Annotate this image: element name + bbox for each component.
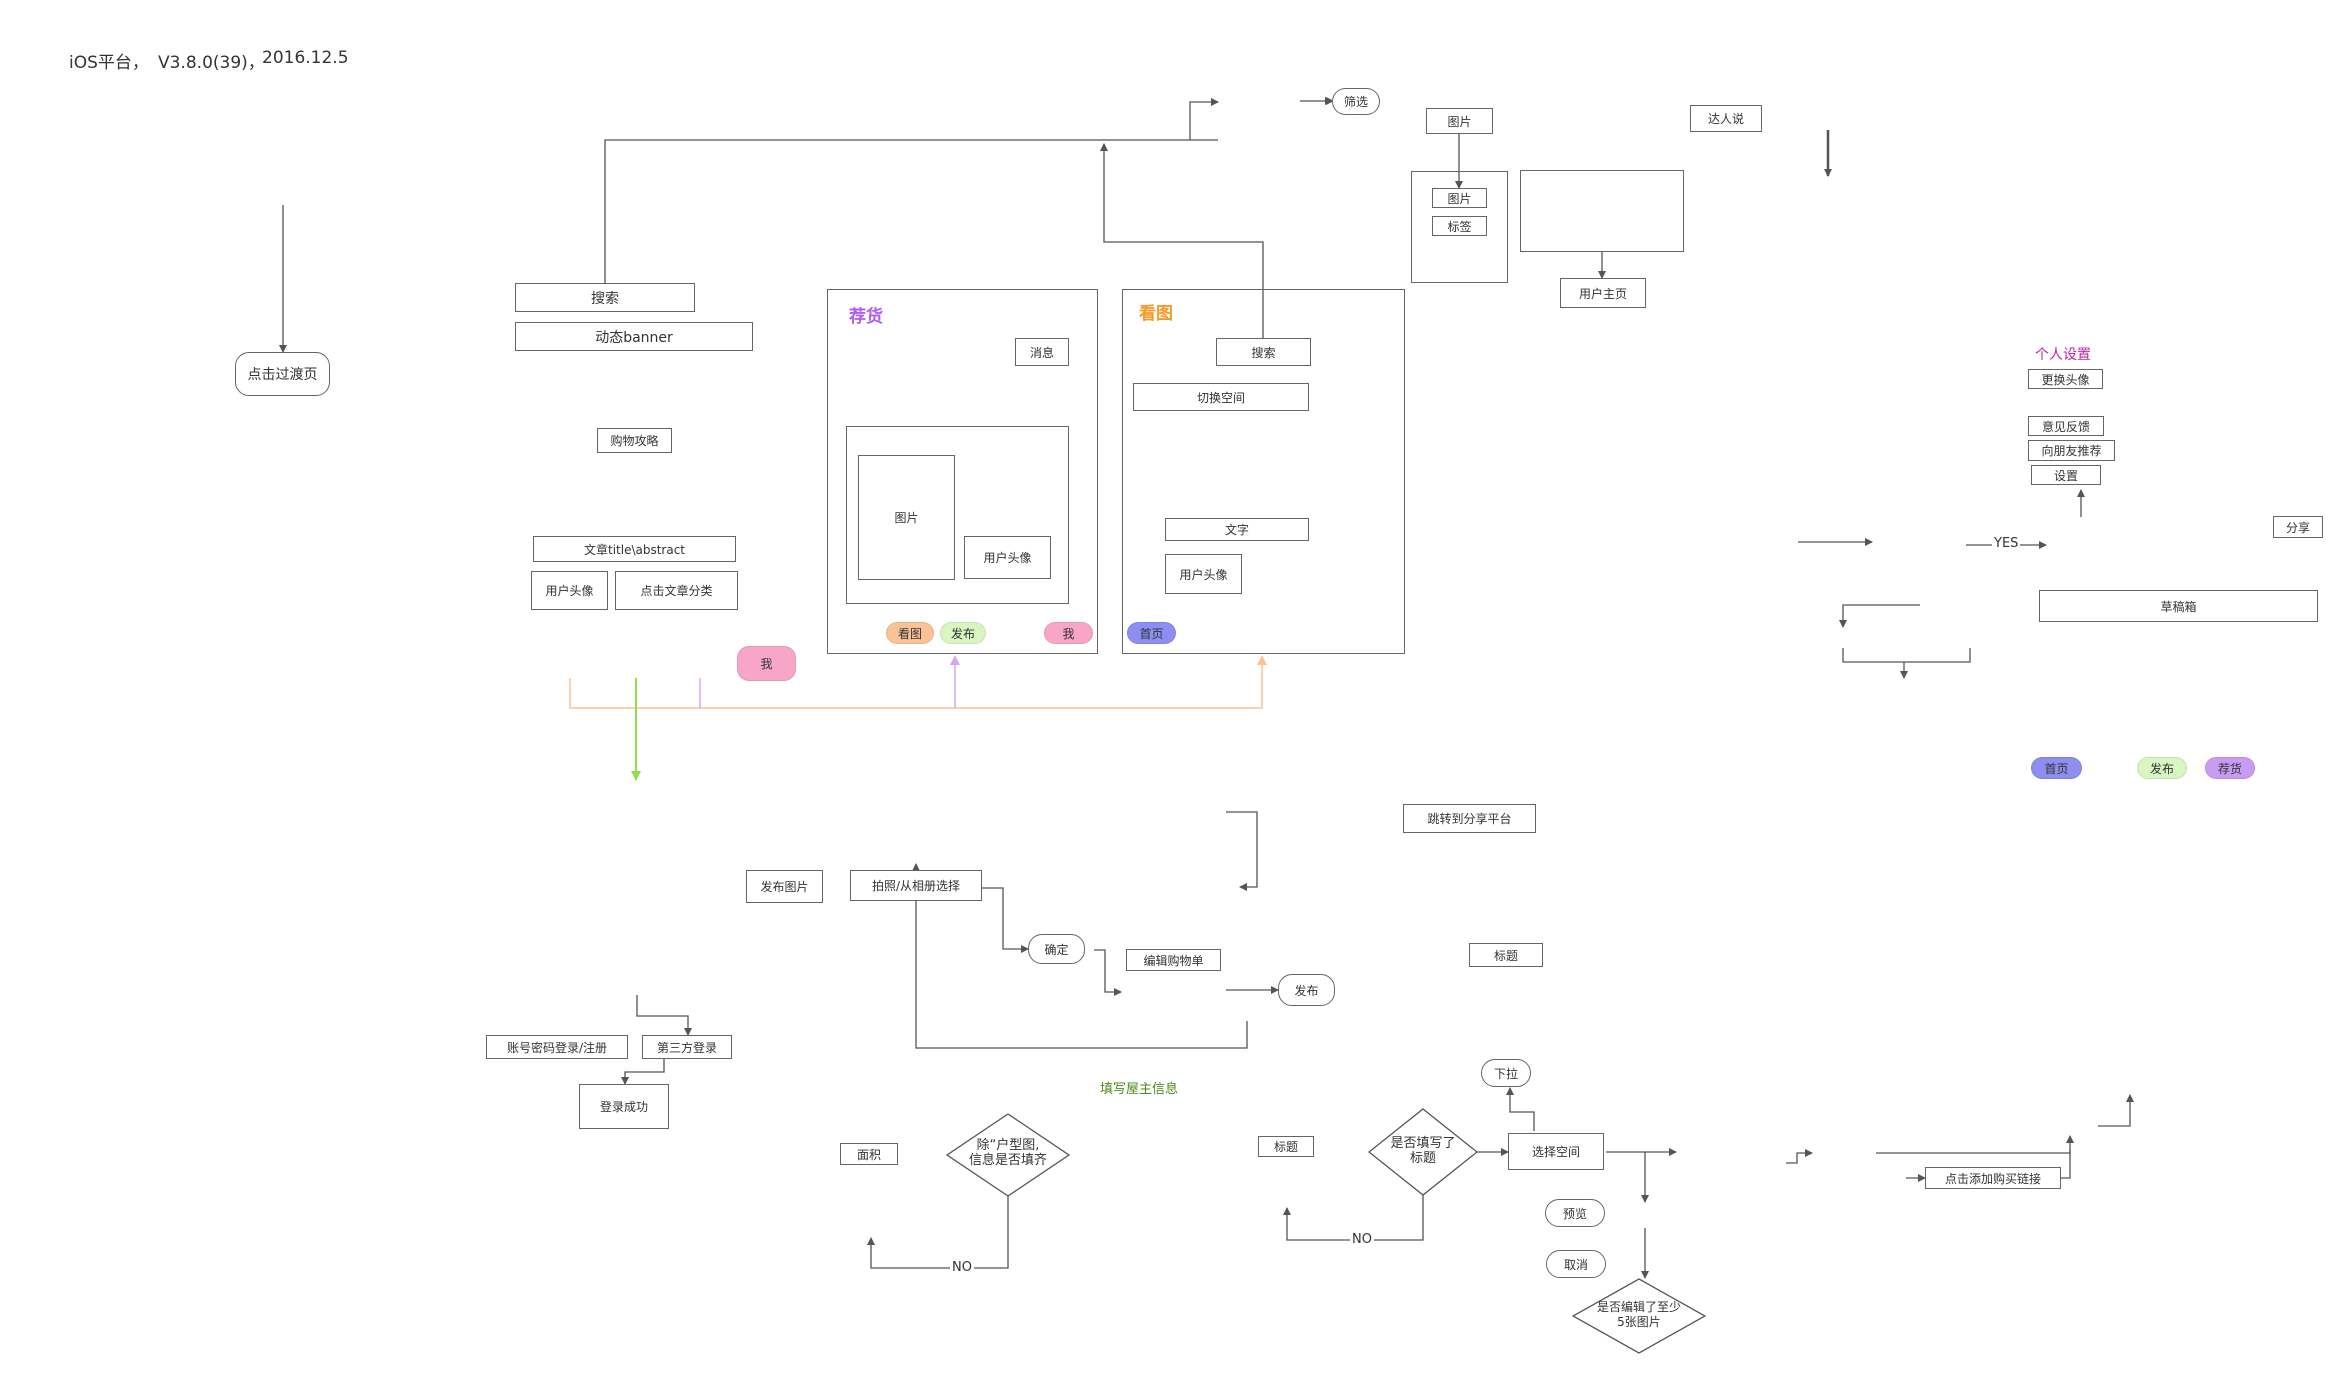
yes-label: YES bbox=[1992, 536, 2021, 551]
connector bbox=[604, 139, 1218, 283]
header-date: 2016.12.5 bbox=[262, 48, 349, 68]
decision-3-label: 是否编辑了至少 5张图片 bbox=[1596, 1300, 1681, 1329]
take-photo-node[interactable]: 拍照/从相册选择 bbox=[850, 870, 982, 901]
cancel-node[interactable]: 取消 bbox=[1546, 1250, 1606, 1278]
connector bbox=[1876, 1135, 2074, 1154]
decision-diamond-2 bbox=[1368, 1108, 1478, 1196]
recommend-node[interactable]: 向朋友推荐 bbox=[2028, 440, 2115, 461]
right-tab-home-pill[interactable]: 首页 bbox=[2031, 757, 2082, 779]
header-version: V3.8.0(39)， bbox=[158, 53, 265, 73]
article-node[interactable]: 文章title\abstract bbox=[533, 536, 736, 562]
settings-node[interactable]: 设置 bbox=[2031, 465, 2101, 485]
edit-list-node[interactable]: 编辑购物单 bbox=[1126, 949, 1221, 971]
daren-node[interactable]: 达人说 bbox=[1690, 105, 1762, 132]
publish-node[interactable]: 发布 bbox=[1278, 974, 1335, 1006]
connector bbox=[912, 863, 1248, 1049]
connector bbox=[2060, 1150, 2071, 1179]
select-space-node[interactable]: 选择空间 bbox=[1508, 1133, 1604, 1170]
drafts-node[interactable]: 草稿箱 bbox=[2039, 590, 2318, 622]
blank-frame bbox=[1520, 170, 1684, 252]
no-label-2: NO bbox=[1350, 1232, 1374, 1247]
connector bbox=[621, 1058, 665, 1085]
filter-node[interactable]: 筛选 bbox=[1332, 88, 1380, 115]
connector bbox=[1786, 1149, 1813, 1164]
view-panel-title: 看图 bbox=[1139, 304, 1173, 324]
bottom-title-node[interactable]: 标题 bbox=[1258, 1136, 1314, 1157]
tab-view-pill[interactable]: 看图 bbox=[886, 622, 934, 644]
goods-panel bbox=[827, 289, 1098, 654]
card-avatar-node[interactable]: 用户头像 bbox=[964, 536, 1051, 579]
share-node[interactable]: 分享 bbox=[2273, 516, 2323, 538]
card-picture-node[interactable]: 图片 bbox=[858, 455, 955, 580]
post-picture-node[interactable]: 发布图片 bbox=[746, 870, 823, 903]
connector bbox=[1094, 949, 1122, 996]
feedback-node[interactable]: 意见反馈 bbox=[2028, 416, 2104, 436]
transition-page-node[interactable]: 点击过渡页 bbox=[235, 352, 330, 396]
login-success-node[interactable]: 登录成功 bbox=[579, 1084, 669, 1129]
switch-space-node[interactable]: 切换空间 bbox=[1133, 383, 1309, 411]
connector bbox=[2098, 1094, 2134, 1127]
decision-1-label: 除“户型图, 信息是否填齐 bbox=[968, 1138, 1047, 1168]
picture-tag-frame bbox=[1411, 171, 1508, 283]
text-node[interactable]: 文字 bbox=[1165, 518, 1309, 541]
connector bbox=[1189, 98, 1219, 140]
connector bbox=[1842, 648, 1971, 663]
view-panel bbox=[1122, 289, 1405, 654]
avatar-node[interactable]: 用户头像 bbox=[531, 571, 608, 610]
connector bbox=[569, 655, 1267, 709]
picture-inner-node[interactable]: 图片 bbox=[1432, 188, 1487, 208]
personal-settings-title: 个人设置 bbox=[2035, 347, 2091, 363]
connector bbox=[867, 1196, 1009, 1269]
right-tab-publish-pill[interactable]: 发布 bbox=[2137, 757, 2187, 779]
search-node[interactable]: 搜索 bbox=[515, 283, 695, 312]
connector bbox=[1226, 811, 1258, 891]
tab-home-pill[interactable]: 首页 bbox=[1127, 622, 1176, 644]
decision-2-label: 是否填写了 标题 bbox=[1390, 1136, 1456, 1166]
header-platform: iOS平台， bbox=[69, 53, 149, 73]
connector bbox=[982, 887, 1029, 953]
third-party-login-node[interactable]: 第三方登录 bbox=[642, 1035, 732, 1059]
decision-diamond-1 bbox=[946, 1113, 1070, 1197]
connector bbox=[1506, 1087, 1535, 1131]
picture-node[interactable]: 图片 bbox=[1426, 108, 1493, 134]
connector bbox=[1839, 604, 1920, 628]
banner-node[interactable]: 动态banner bbox=[515, 322, 753, 351]
tab-me-pill[interactable]: 我 bbox=[1044, 622, 1093, 644]
pulldown-node[interactable]: 下拉 bbox=[1481, 1059, 1531, 1087]
category-node[interactable]: 点击文章分类 bbox=[615, 571, 738, 610]
me-pill[interactable]: 我 bbox=[737, 646, 796, 681]
connector bbox=[1100, 143, 1264, 338]
tab-publish-pill[interactable]: 发布 bbox=[940, 622, 986, 644]
owner-info-title: 填写屋主信息 bbox=[1100, 1082, 1179, 1097]
add-link-node[interactable]: 点击添加购买链接 bbox=[1925, 1167, 2061, 1189]
share-platform-node[interactable]: 跳转到分享平台 bbox=[1403, 804, 1536, 833]
goods-panel-title: 荐货 bbox=[849, 307, 883, 327]
message-node[interactable]: 消息 bbox=[1015, 338, 1069, 366]
change-avatar-node[interactable]: 更换头像 bbox=[2028, 369, 2103, 389]
connector bbox=[636, 995, 692, 1036]
tag-node[interactable]: 标签 bbox=[1432, 216, 1487, 236]
card-frame bbox=[846, 426, 1069, 604]
view-search-node[interactable]: 搜索 bbox=[1216, 338, 1311, 366]
view-avatar-node[interactable]: 用户头像 bbox=[1165, 554, 1242, 594]
decision-diamond-3 bbox=[1572, 1278, 1706, 1354]
no-label-1: NO bbox=[950, 1260, 974, 1275]
preview-node[interactable]: 预览 bbox=[1545, 1199, 1605, 1227]
user-home-node[interactable]: 用户主页 bbox=[1560, 278, 1646, 308]
account-login-node[interactable]: 账号密码登录/注册 bbox=[486, 1035, 628, 1059]
title-node[interactable]: 标题 bbox=[1469, 943, 1543, 967]
right-tab-goods-pill[interactable]: 荐货 bbox=[2205, 757, 2255, 779]
confirm-node[interactable]: 确定 bbox=[1028, 934, 1085, 964]
area-node[interactable]: 面积 bbox=[840, 1143, 898, 1165]
shopping-guide-node[interactable]: 购物攻略 bbox=[597, 428, 672, 453]
